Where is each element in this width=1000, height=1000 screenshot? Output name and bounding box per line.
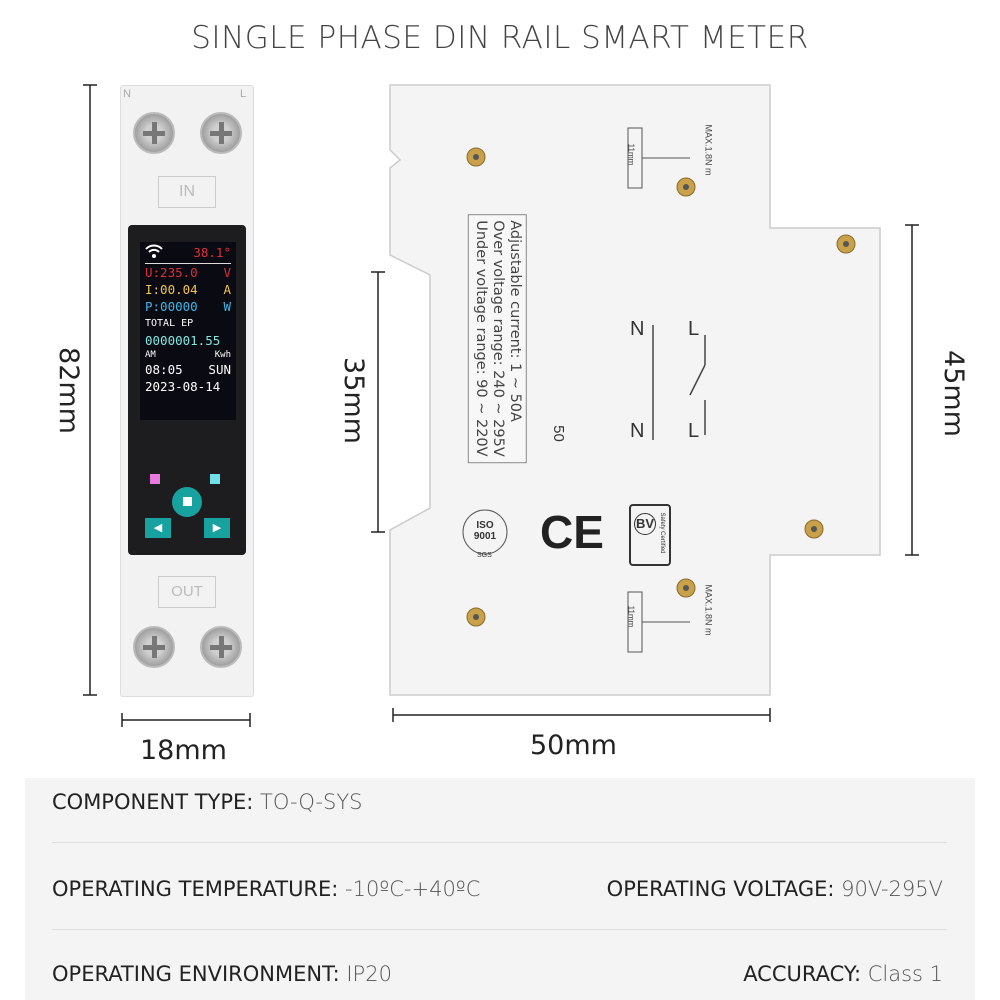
- spec-component-type: COMPONENT TYPE: TO-Q-SYS: [52, 790, 363, 814]
- status-led-icon: [210, 474, 220, 484]
- page-title: SINGLE PHASE DIN RAIL SMART METER: [191, 20, 809, 56]
- voltage-reading: U:235.0: [145, 265, 198, 280]
- depth-label: 50mm: [530, 730, 617, 761]
- current-unit: A: [223, 282, 231, 297]
- power-reading: P:00000: [145, 299, 198, 314]
- wiring-l-top: L: [688, 318, 700, 340]
- power-unit: W: [223, 299, 231, 314]
- in-label: IN: [158, 176, 216, 208]
- label-line: Over voltage range: 240 ~ 295V: [489, 220, 506, 457]
- label-line: Adjustable current: 1 ~ 50A: [506, 220, 523, 422]
- wiring-l-bottom: L: [688, 420, 700, 442]
- side-panel-body: [389, 84, 881, 696]
- height-dimension-label: 82mm: [52, 347, 84, 434]
- n-terminal-label: N: [123, 88, 131, 100]
- l-terminal-label: L: [240, 88, 247, 100]
- current-reading: I:00.04: [145, 282, 198, 297]
- energy-unit: Kwh: [214, 350, 231, 360]
- bv-certified-text: Safety Certified: [659, 512, 665, 554]
- terminal-screw-icon: [200, 626, 242, 668]
- energy-reading: 0000001.55: [145, 333, 221, 348]
- bv-mark: BV: [634, 513, 656, 535]
- date-reading: 2023-08-14: [145, 379, 221, 394]
- ampm-indicator: AM: [145, 350, 156, 360]
- spec-operating-environment: OPERATING ENVIRONMENT: IP20: [52, 962, 392, 986]
- rating-label: Adjustable current: 1 ~ 50A Over voltage…: [467, 214, 527, 463]
- ce-mark: CE: [540, 506, 604, 558]
- spec-operating-voltage: OPERATING VOLTAGE: 90V-295V: [606, 877, 943, 901]
- right-button[interactable]: ▶: [204, 518, 230, 538]
- divider: [52, 842, 947, 843]
- terminal-screw-icon: [200, 112, 242, 154]
- wiring-n-bottom: N: [630, 420, 645, 442]
- torque-label-bottom: MAX.1.8N m: [703, 584, 714, 636]
- wifi-icon: [145, 244, 163, 258]
- spec-panel: [25, 778, 975, 1000]
- temperature-reading: 38.1°: [193, 245, 231, 260]
- torque-label-top: MAX.1.8N m: [703, 124, 714, 176]
- spec-accuracy: ACCURACY: Class 1: [743, 962, 943, 986]
- iso-9001-mark: ISO 9001: [473, 520, 497, 542]
- status-led-icon: [150, 474, 160, 484]
- spec-operating-temperature: OPERATING TEMPERATURE: -10ºC-+40ºC: [52, 877, 481, 901]
- front-width-label: 18mm: [140, 735, 227, 766]
- lcd-screen: 38.1° U:235.0 V I:00.04 A P:00000 W TOTAL E…: [140, 242, 236, 420]
- wire-length-top: 11mm: [626, 143, 636, 166]
- total-ep-label: TOTAL EP: [145, 318, 194, 329]
- wire-length-bottom: 11mm: [626, 605, 636, 628]
- handwritten-note: 50: [549, 425, 567, 442]
- terminal-screw-icon: [133, 112, 175, 154]
- ok-button[interactable]: [172, 487, 202, 517]
- terminal-screw-icon: [133, 626, 175, 668]
- divider: [52, 929, 947, 930]
- time-reading: 08:05: [145, 362, 183, 377]
- left-button[interactable]: ◀: [145, 518, 171, 538]
- side-height-label: 45mm: [937, 350, 969, 437]
- wiring-n-top: N: [630, 318, 645, 340]
- label-line: Under voltage range: 90 ~ 220V: [472, 220, 489, 457]
- day-reading: SUN: [208, 362, 231, 377]
- out-label: OUT: [158, 576, 216, 608]
- sgs-mark: SGS: [477, 552, 492, 559]
- voltage-unit: V: [223, 265, 231, 280]
- rail-dimension-label: 35mm: [337, 357, 369, 444]
